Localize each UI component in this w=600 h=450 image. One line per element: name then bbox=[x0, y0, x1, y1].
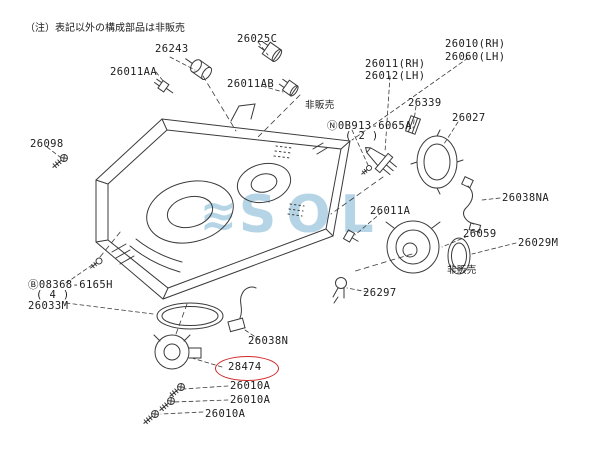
part-label-26297: 26297 bbox=[363, 287, 397, 299]
screw-26098 bbox=[52, 154, 68, 169]
part-label-26038NA: 26038NA bbox=[502, 192, 550, 204]
part-label-26010A-2: 26010A bbox=[230, 394, 271, 406]
part-label-26010A-3: 26010A bbox=[205, 408, 246, 420]
socket-26011AB bbox=[278, 78, 299, 97]
part-label-26010RH: 26010(RH) bbox=[445, 38, 506, 50]
harness-26038NA bbox=[461, 176, 482, 233]
screw-26010A-1 bbox=[169, 383, 185, 398]
part-label-26011RH: 26011(RH) bbox=[365, 58, 426, 70]
oring-26033M bbox=[156, 302, 224, 330]
part-label-26011AA: 26011AA bbox=[110, 66, 158, 78]
connector-26339 bbox=[404, 115, 422, 135]
part-label-26059: 26059 bbox=[463, 228, 497, 240]
leader-lines bbox=[46, 41, 517, 415]
rim-ring-26029M bbox=[447, 237, 471, 275]
bulb-26297 bbox=[332, 277, 347, 304]
part-label-26033M: 26033M bbox=[28, 300, 69, 312]
not-for-sale-tag-2: 非販売 bbox=[447, 265, 477, 276]
part-label-bolt-b-qty: ( 4 ) bbox=[36, 289, 70, 301]
highlight-circle-28474 bbox=[215, 356, 279, 381]
part-label-26339: 26339 bbox=[408, 97, 442, 109]
part-label-bolt-b: Ⓑ08368-6165H bbox=[28, 279, 113, 291]
bolt-0B913-6065A bbox=[361, 165, 372, 175]
part-label-26011AB: 26011AB bbox=[227, 78, 275, 90]
part-label-26038N: 26038N bbox=[248, 335, 289, 347]
part-label-26029M: 26029M bbox=[518, 237, 559, 249]
watermark-text: SOL bbox=[238, 185, 384, 245]
bulb-26011A-part bbox=[342, 229, 359, 243]
halogen-bulb-26011 bbox=[364, 147, 397, 176]
watermark: ≋ SOL bbox=[200, 185, 384, 245]
part-label-26243: 26243 bbox=[155, 43, 189, 55]
part-label-26011A: 26011A bbox=[370, 205, 411, 217]
not-for-sale-tag-1: 非販売 bbox=[305, 100, 335, 111]
assembly-axis-lines bbox=[99, 75, 413, 335]
screw-26010A-3 bbox=[143, 410, 159, 425]
connector-26038N bbox=[227, 286, 257, 333]
part-label-bolt-n-qty: ( 2 ) bbox=[345, 130, 379, 142]
not-for-sale-note: （注）表記以外の構成部品は非販売 bbox=[25, 23, 185, 34]
retaining-ring-26027 bbox=[410, 129, 464, 195]
part-label-26098: 26098 bbox=[30, 138, 64, 150]
leveling-actuator-28474 bbox=[153, 334, 202, 370]
screw-26010A-2 bbox=[159, 397, 175, 412]
part-label-26012LH: 26012(LH) bbox=[365, 70, 426, 82]
bolt-08368-6165H bbox=[90, 257, 103, 269]
part-label-bolt-n: Ⓝ0B913-6065A bbox=[327, 120, 412, 132]
part-label-26025C: 26025C bbox=[237, 33, 278, 45]
bulb-26243 bbox=[185, 58, 213, 81]
headlamp-housing bbox=[95, 103, 351, 300]
socket-26025C bbox=[258, 41, 283, 62]
projector-unit-26059 bbox=[385, 220, 441, 274]
part-label-26060LH: 26060(LH) bbox=[445, 51, 506, 63]
part-label-26027: 26027 bbox=[452, 112, 486, 124]
bulb-26011AA bbox=[153, 78, 174, 94]
part-label-26010A-1: 26010A bbox=[230, 380, 271, 392]
